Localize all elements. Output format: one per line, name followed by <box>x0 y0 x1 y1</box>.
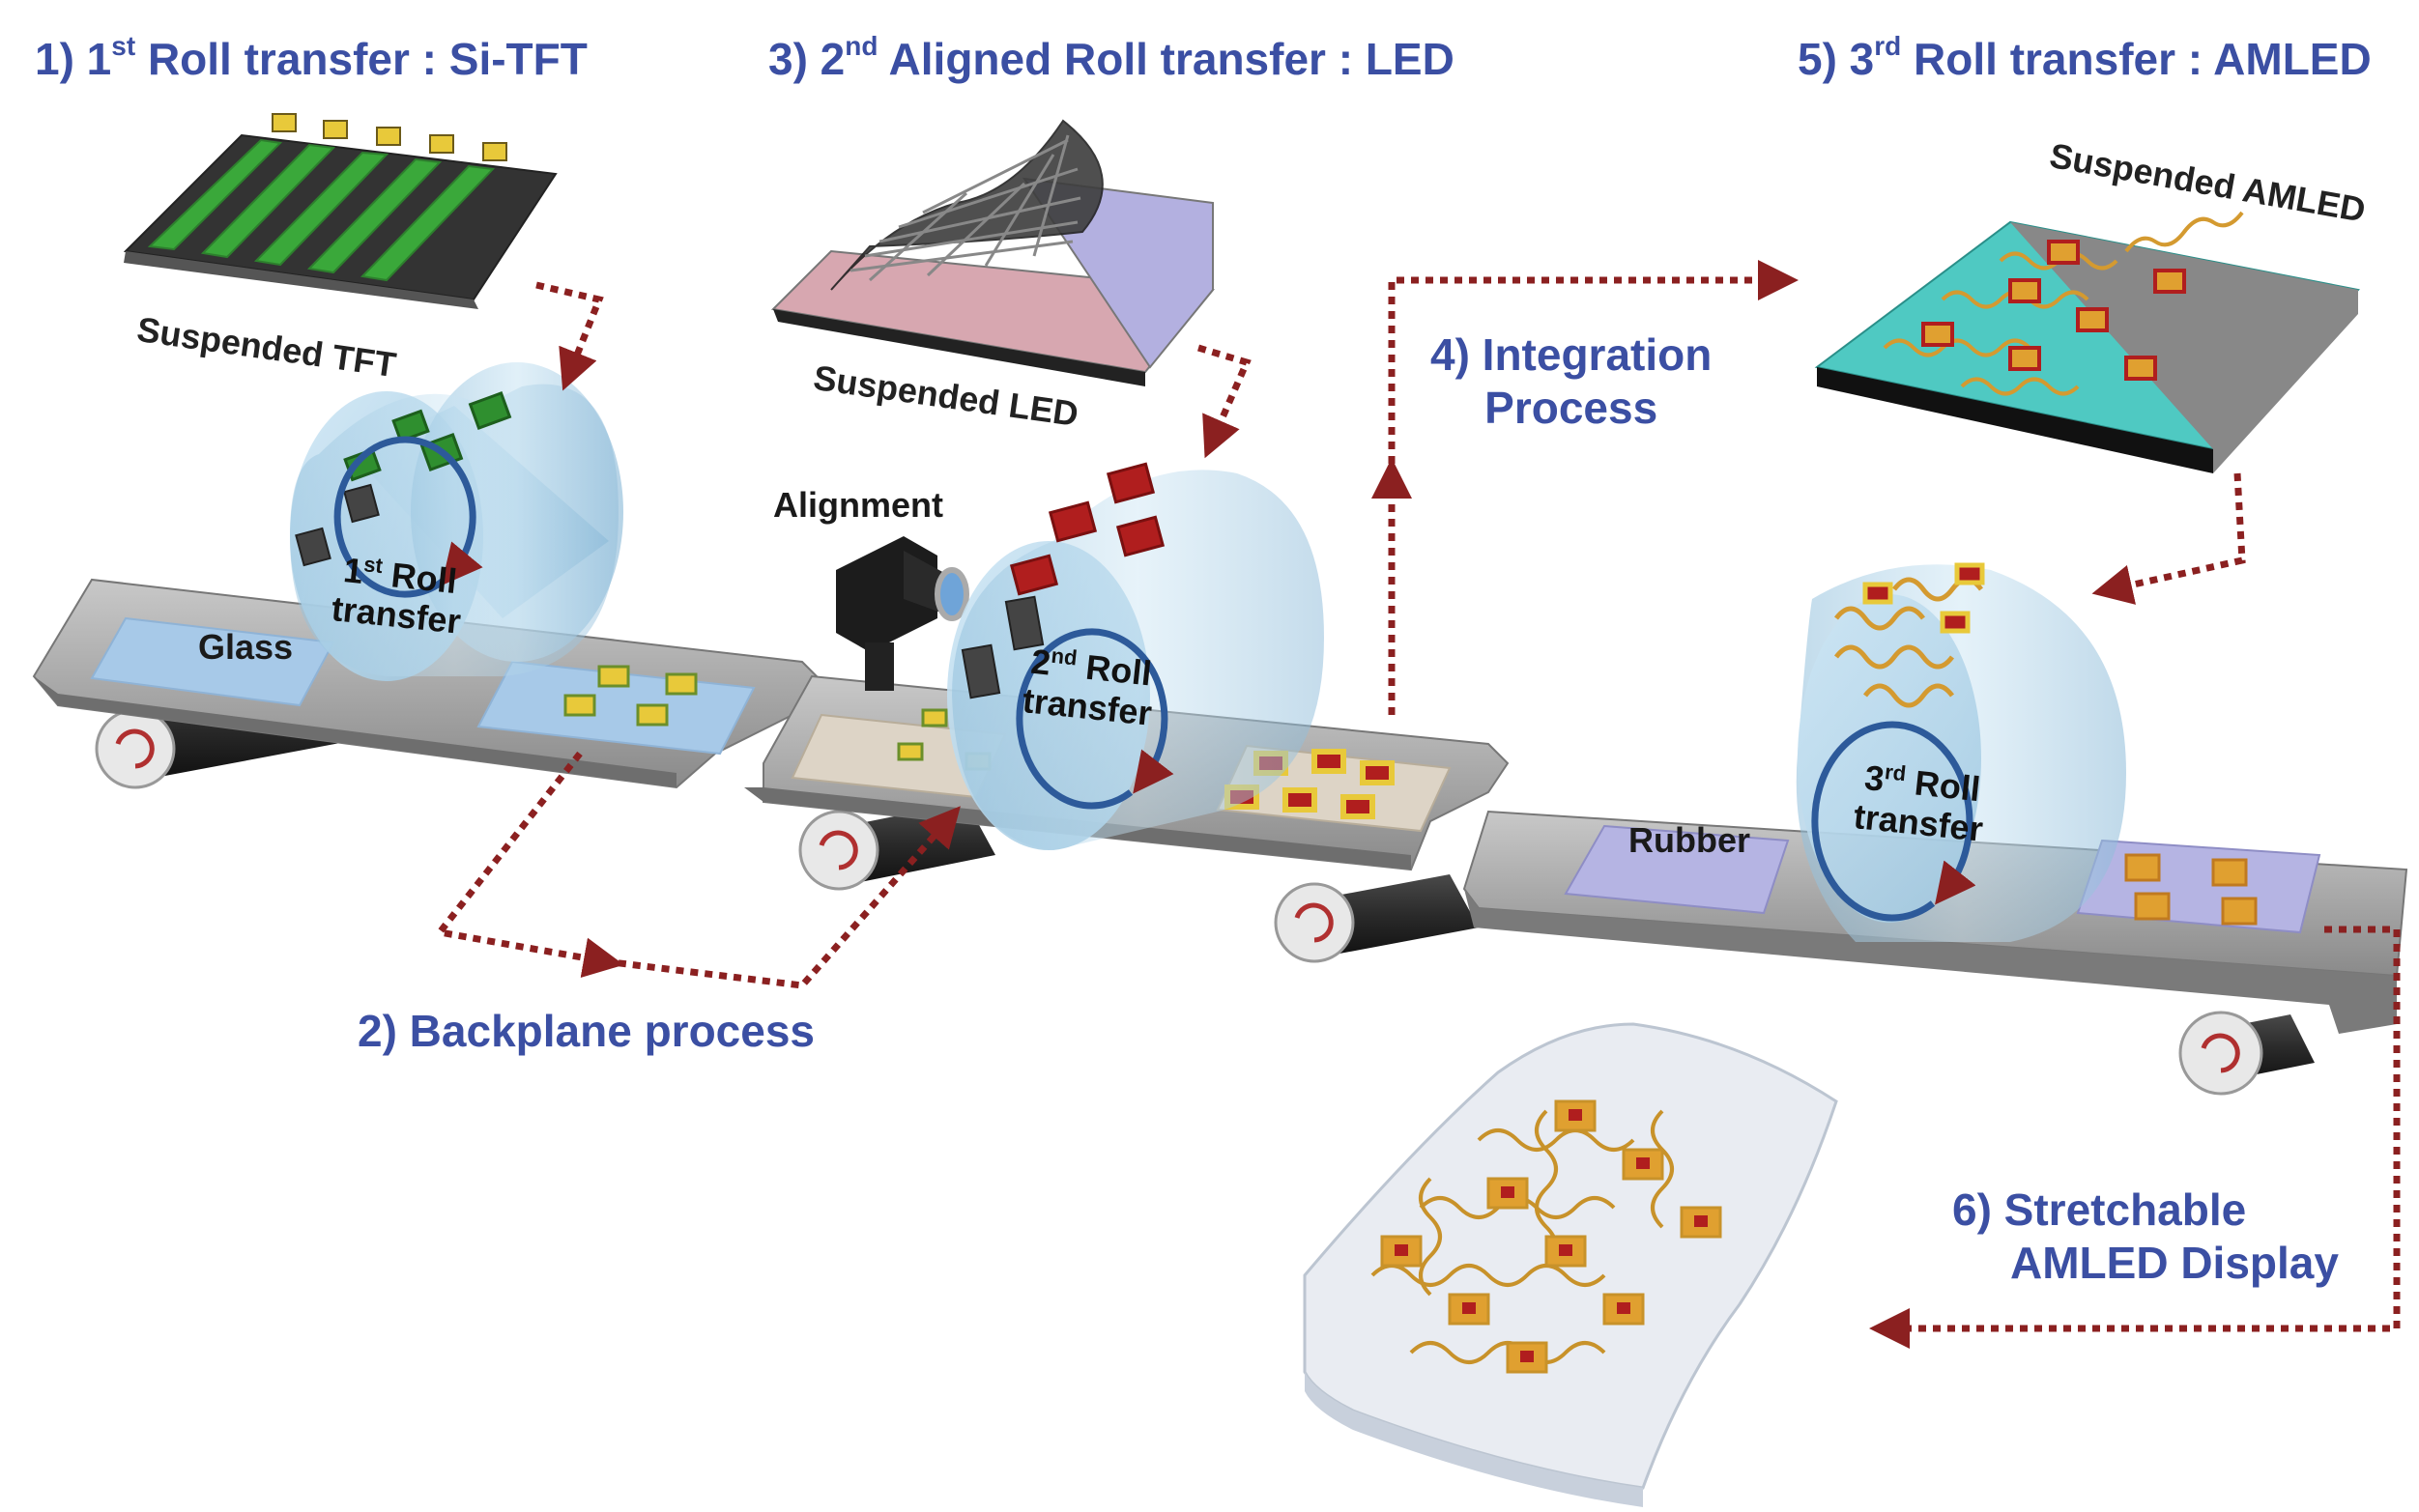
rubber-substrate <box>1564 824 1790 915</box>
step6-label: 6) Stretchable AMLED Display <box>1952 1184 2339 1290</box>
step2-label: 2) Backplane process <box>358 1006 816 1056</box>
stretchable-amled-display <box>1303 1022 1838 1507</box>
roll3-label: 3rd Roll transfer <box>1852 756 1989 849</box>
glass-substrate <box>90 616 335 707</box>
alignment-camera <box>836 536 969 691</box>
heading-step3: 3) 2nd Aligned Roll transfer : LED <box>768 32 1454 84</box>
roll1-num: 1 <box>341 550 365 591</box>
arrow-amled-to-roll3 <box>2091 472 2246 605</box>
flow-arrows <box>433 260 2401 1349</box>
roll-cylinder-1 <box>290 362 623 681</box>
suspended-tft-panel <box>123 113 558 309</box>
suspended-amled-panel <box>1814 211 2360 473</box>
step6-line1: 6) Stretchable <box>1952 1184 2247 1235</box>
heading-step3-sup: nd <box>845 30 878 61</box>
heading-step5-prefix: 5) 3 <box>1798 34 1875 84</box>
drum-roller-3a <box>2178 1011 2315 1096</box>
roll2-num: 2 <box>1028 641 1053 683</box>
arrow-to-stretchable <box>1869 926 2401 1349</box>
roll-cylinder-2 <box>947 462 1324 850</box>
roll1-label: 1st Roll transfer <box>330 549 467 642</box>
heading-step5: 5) 3rd Roll transfer : AMLED <box>1798 32 2372 84</box>
step6-line2: AMLED Display <box>2010 1238 2339 1289</box>
arrow-integration-right <box>1388 260 1799 478</box>
step4-line1: 4) Integration <box>1430 329 1713 380</box>
roll2-sup: nd <box>1050 642 1079 670</box>
drum-roller-2b <box>1274 874 1479 963</box>
heading-step1-prefix: 1) 1 <box>35 34 112 84</box>
heading-step3-suffix: Aligned Roll transfer : LED <box>878 34 1454 84</box>
roll2-label: 2nd Roll transfer <box>1021 641 1158 733</box>
rubber-label: Rubber <box>1628 820 1750 860</box>
step4-label: 4) Integration Process <box>1430 328 1712 435</box>
arrow-backplane <box>433 751 624 979</box>
alignment-label: Alignment <box>773 485 943 525</box>
suspended-led-panel <box>770 119 1215 386</box>
roll1-sup: st <box>362 552 385 579</box>
glass-label: Glass <box>198 627 294 667</box>
step4-line2: Process <box>1484 383 1658 434</box>
heading-step3-prefix: 3) 2 <box>768 34 846 84</box>
roll3-num: 3 <box>1862 756 1886 799</box>
heading-step1: 1) 1st Roll transfer : Si-TFT <box>35 32 588 84</box>
conveyor-1 <box>32 578 819 789</box>
heading-step5-suffix: Roll transfer : AMLED <box>1901 34 2372 84</box>
heading-step5-sup: rd <box>1874 30 1902 61</box>
heading-step1-suffix: Roll transfer : Si-TFT <box>135 34 588 84</box>
roll3-sup: rd <box>1883 759 1908 786</box>
roll-cylinder-3 <box>1796 562 2126 942</box>
arrow-led-to-roll2 <box>1196 344 1252 459</box>
heading-step1-sup: st <box>111 30 136 61</box>
arrow-tft-to-roll1 <box>535 281 604 391</box>
